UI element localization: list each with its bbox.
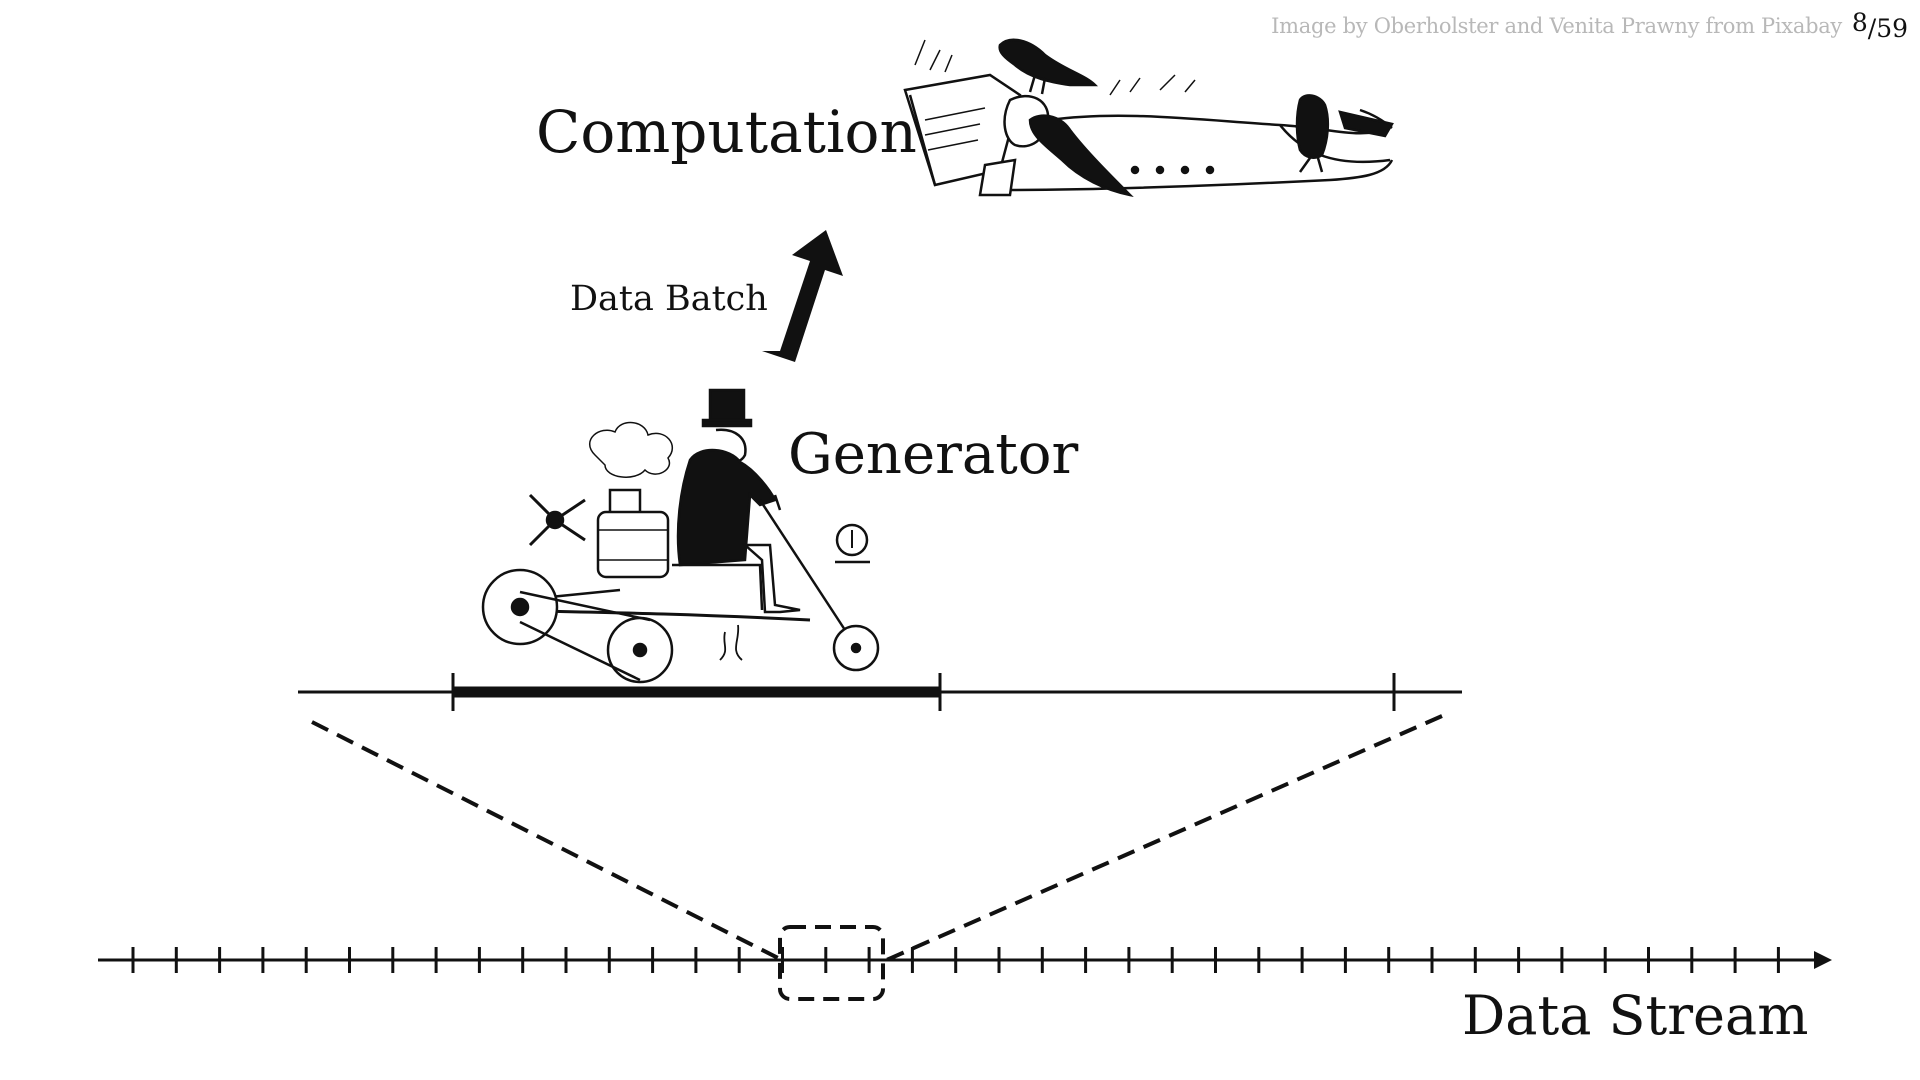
page-separator: / <box>1867 14 1877 43</box>
data-stream-label: Data Stream <box>1462 984 1809 1047</box>
generator-label: Generator <box>788 422 1079 487</box>
data-batch-label: Data Batch <box>570 279 768 319</box>
zoom-line-left <box>311 720 779 960</box>
data-stream-ticks <box>131 947 1780 973</box>
selected-window-box <box>778 925 885 1001</box>
image-credit: Image by Oberholster and Venita Prawny f… <box>1271 14 1842 38</box>
zoom-lines <box>311 714 1443 964</box>
batch-timeline <box>298 673 1462 711</box>
page-current: 8 <box>1851 8 1868 37</box>
zoom-line-right <box>881 714 1443 964</box>
data-batch-arrow <box>762 230 843 362</box>
computation-illustration <box>903 38 1394 198</box>
data-stream-arrowhead <box>1814 951 1832 969</box>
data-stream-axis <box>98 947 1832 973</box>
generator-illustration <box>481 388 880 684</box>
page-number: 8/59 <box>1852 8 1908 43</box>
page-total: 59 <box>1876 14 1908 43</box>
computation-label: Computation <box>536 98 917 166</box>
